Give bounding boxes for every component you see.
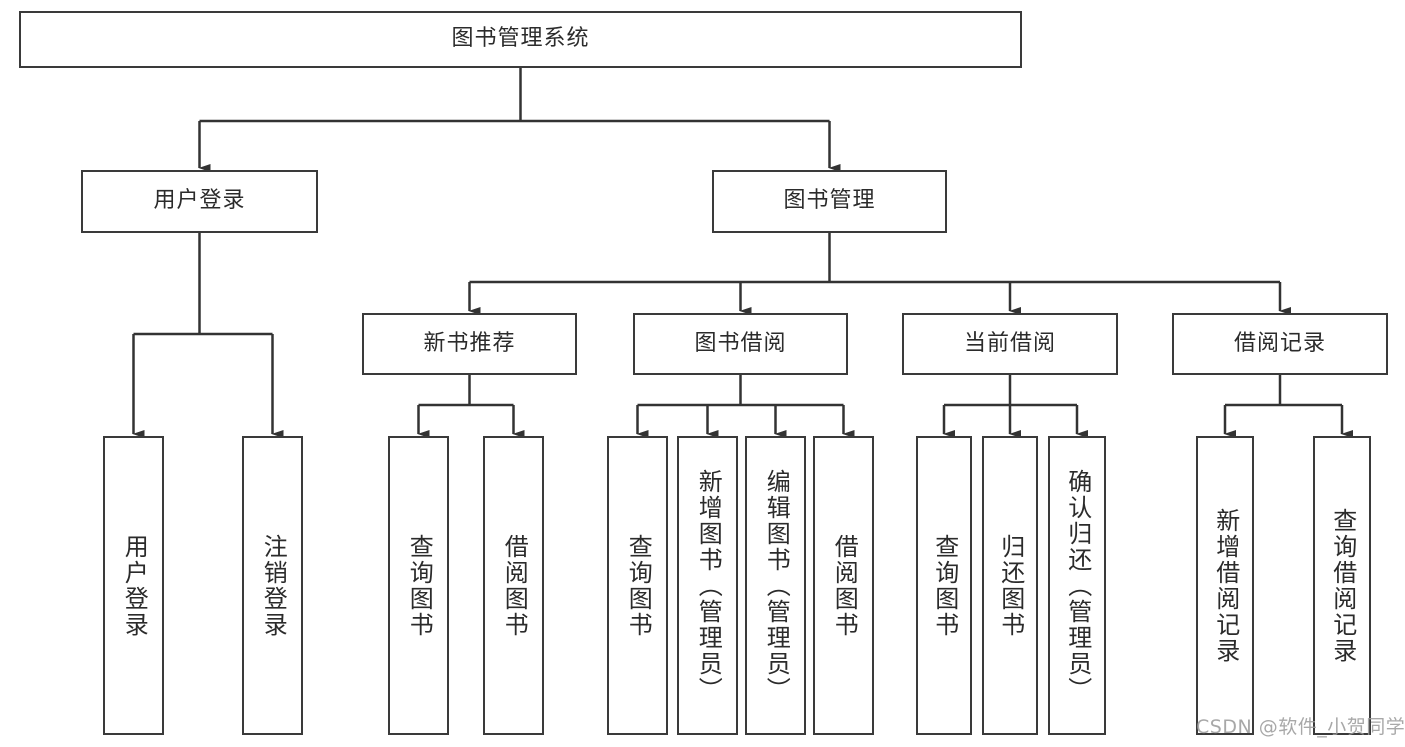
node-login: 用户登录 <box>81 170 318 233</box>
node-label: 图书借阅 <box>694 330 787 356</box>
node-label: 图书管理系统 <box>451 26 590 52</box>
node-label: 查询图书 <box>624 533 653 638</box>
node-leaf-13: 查询借阅记录 <box>1313 436 1371 735</box>
node-label: 查询借阅记录 <box>1328 507 1357 664</box>
node-label: 查询图书 <box>930 533 959 638</box>
node-label: 编辑图书（管理员） <box>762 468 791 703</box>
node-label: 注销登录 <box>259 533 288 638</box>
node-label: 当前借阅 <box>963 330 1056 356</box>
node-borrow: 图书借阅 <box>633 313 848 375</box>
node-current: 当前借阅 <box>902 313 1118 375</box>
node-leaf-10: 归还图书 <box>982 436 1038 735</box>
node-leaf-3: 查询图书 <box>388 436 449 735</box>
node-label: 新增借阅记录 <box>1211 507 1240 664</box>
node-root: 图书管理系统 <box>19 11 1022 68</box>
node-leaf-12: 新增借阅记录 <box>1196 436 1254 735</box>
node-label: 新增图书（管理员） <box>694 468 723 703</box>
node-leaf-8: 借阅图书 <box>813 436 874 735</box>
node-leaf-7: 编辑图书（管理员） <box>745 436 806 735</box>
node-records: 借阅记录 <box>1172 313 1388 375</box>
node-leaf-2: 注销登录 <box>242 436 303 735</box>
node-label: 借阅图书 <box>500 533 529 638</box>
node-label: 用户登录 <box>153 188 246 214</box>
node-label: 用户登录 <box>120 533 149 638</box>
node-leaf-1: 用户登录 <box>103 436 164 735</box>
node-leaf-11: 确认归还（管理员） <box>1048 436 1106 735</box>
node-newrec: 新书推荐 <box>362 313 577 375</box>
node-label: 新书推荐 <box>423 330 516 356</box>
node-label: 归还图书 <box>996 533 1025 638</box>
node-leaf-4: 借阅图书 <box>483 436 544 735</box>
node-label: 借阅记录 <box>1233 330 1326 356</box>
node-label: 借阅图书 <box>830 533 859 638</box>
node-bookmgmt: 图书管理 <box>712 170 947 233</box>
node-label: 查询图书 <box>405 533 434 638</box>
node-label: 确认归还（管理员） <box>1063 468 1092 703</box>
node-leaf-6: 新增图书（管理员） <box>677 436 738 735</box>
node-leaf-9: 查询图书 <box>916 436 972 735</box>
csdn-watermark: CSDN @软件_小贺同学 <box>1196 716 1405 738</box>
node-label: 图书管理 <box>783 188 876 214</box>
node-leaf-5: 查询图书 <box>607 436 668 735</box>
